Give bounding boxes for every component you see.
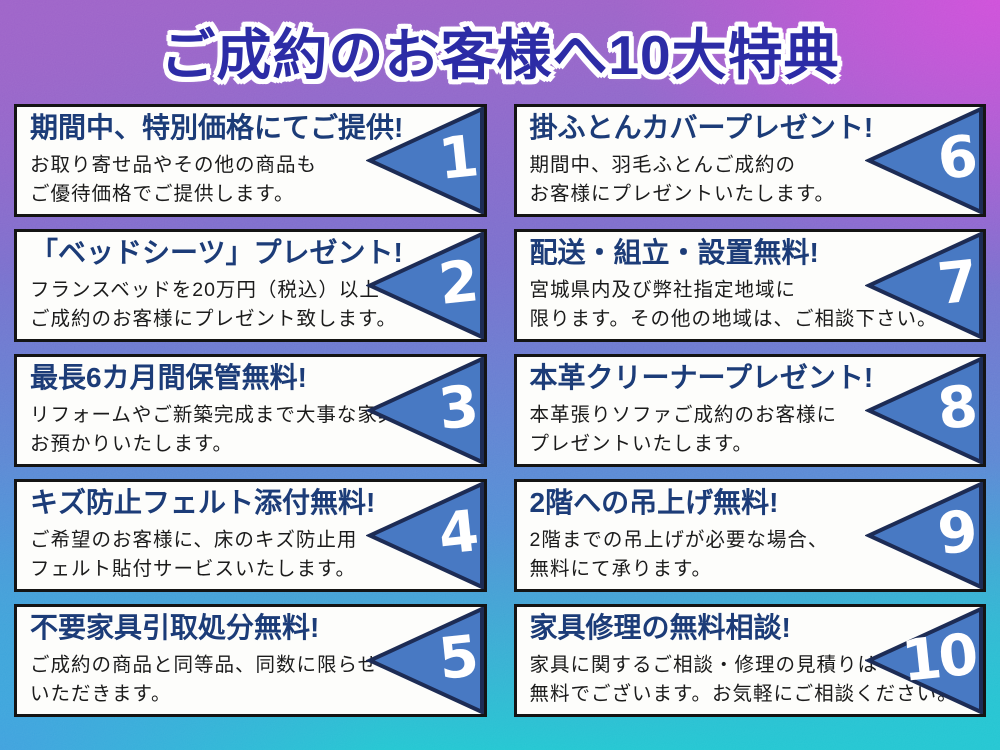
benefit-number: 2 (435, 247, 479, 318)
benefit-number: 1 (435, 122, 479, 193)
benefit-number: 5 (435, 622, 479, 693)
benefit-card-6: 掛ふとんカバープレゼント! 期間中、羽毛ふとんご成約の お客様にプレゼントいたし… (513, 104, 986, 217)
benefit-card-4: キズ防止フェルト添付無料! ご希望のお客様に、床のキズ防止用 フェルト貼付サービ… (14, 479, 487, 592)
benefit-card-5: 不要家具引取処分無料! ご成約の商品と同等品、同数に限らせて いただきます。 5 (14, 604, 487, 717)
benefit-number: 9 (934, 497, 979, 568)
benefit-card-3: 最長6カ月間保管無料! リフォームやご新築完成まで大事な家具を お預かりいたしま… (14, 354, 487, 467)
benefits-grid: 期間中、特別価格にてご提供! お取り寄せ品やその他の商品も ご優待価格でご提供し… (14, 104, 986, 717)
benefit-card-10: 家具修理の無料相談! 家具に関するご相談・修理の見積りは 無料でございます。お気… (513, 604, 986, 717)
benefit-card-1: 期間中、特別価格にてご提供! お取り寄せ品やその他の商品も ご優待価格でご提供し… (14, 104, 487, 217)
benefit-number: 7 (934, 247, 979, 318)
benefit-card-2: 「ベッドシーツ」プレゼント! フランスベッドを20万円（税込）以上 ご成約のお客… (14, 229, 487, 342)
benefit-card-7: 配送・組立・設置無料! 宮城県内及び弊社指定地域に 限ります。その他の地域は、ご… (513, 229, 986, 342)
benefit-card-8: 本革クリーナープレゼント! 本革張りソファご成約のお客様に プレゼントいたします… (513, 354, 986, 467)
benefit-number: 4 (435, 497, 479, 568)
benefit-number: 3 (435, 372, 479, 443)
benefit-number: 10 (898, 621, 979, 695)
benefit-card-9: 2階への吊上げ無料! 2階までの吊上げが必要な場合、 無料にて承ります。 9 (513, 479, 986, 592)
page-title: ご成約のお客様へ10大特典 (160, 24, 840, 86)
benefit-number: 6 (934, 122, 979, 193)
benefit-number: 8 (934, 372, 979, 443)
